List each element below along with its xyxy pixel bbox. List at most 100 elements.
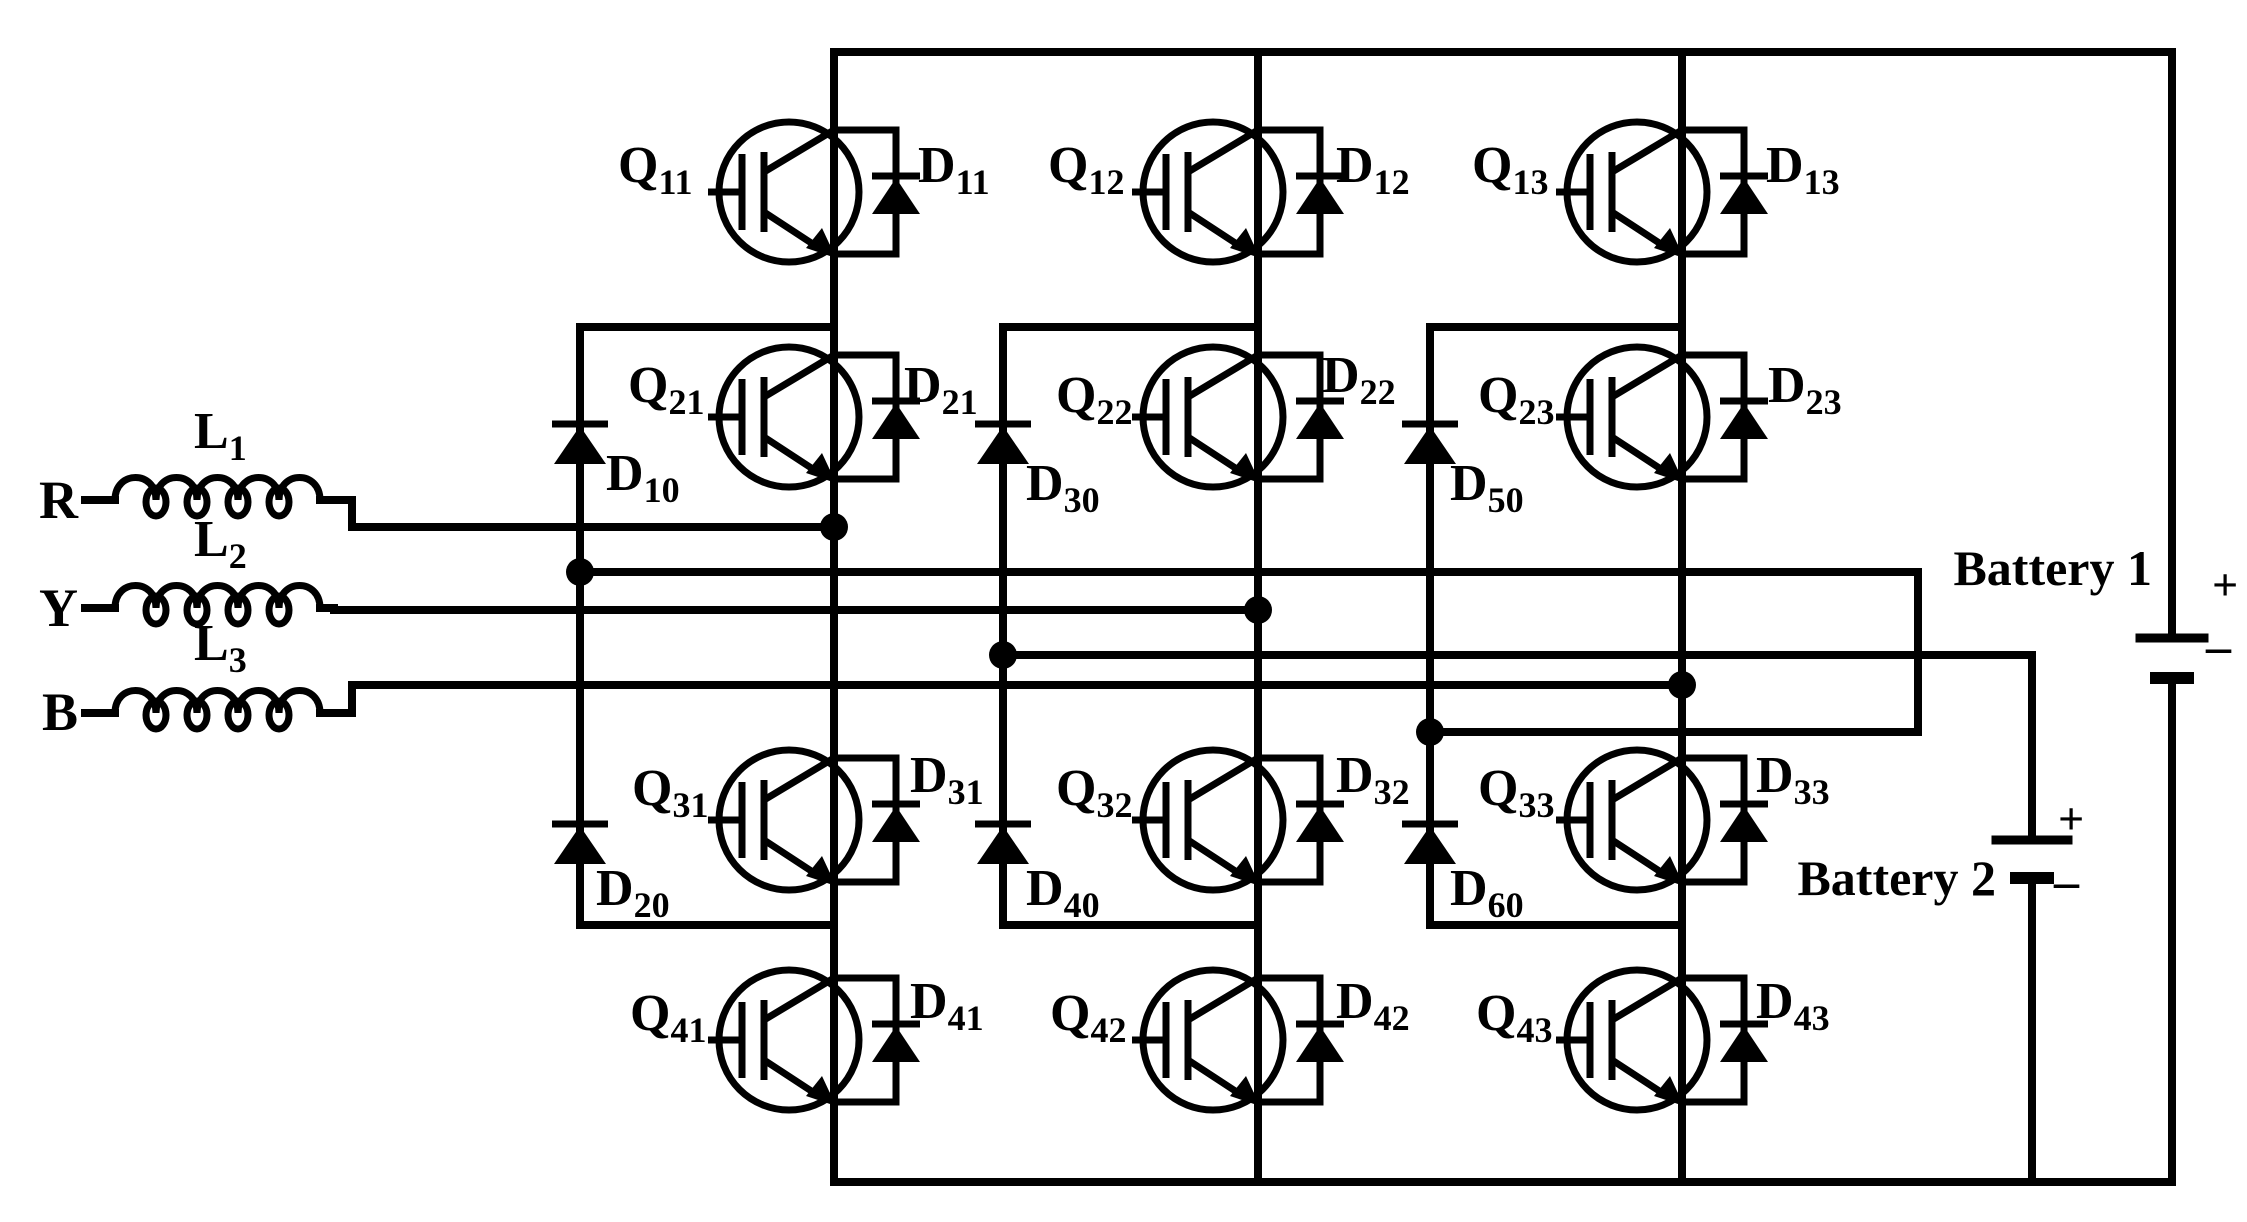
emitter-arrow [1654, 1076, 1684, 1106]
coil-loop [224, 484, 252, 520]
emitter-arrow [1654, 228, 1684, 258]
clamp-diode-d10 [552, 420, 608, 464]
inductor-l3 [111, 687, 324, 733]
junction-dot [1244, 596, 1272, 624]
gate-lead [1132, 154, 1170, 230]
igbt-q13 [1556, 118, 1768, 266]
battery-2-plus: + [2058, 793, 2084, 844]
coil-loop [265, 592, 293, 628]
diode-arrow [872, 178, 920, 214]
clamp-branch-1 [576, 323, 838, 929]
emitter-arrow [806, 1076, 836, 1106]
gate-lead [1556, 1002, 1594, 1078]
label-q31: Q31 [632, 760, 708, 825]
label-q22: Q22 [1056, 367, 1132, 432]
label-d30: D30 [1026, 455, 1100, 520]
coil-loop [265, 484, 293, 520]
diode-arrow [1404, 826, 1456, 864]
battery-2-label: Battery 2 [1797, 850, 1996, 906]
label-d23: D23 [1768, 357, 1842, 422]
diode-arrow [1720, 806, 1768, 842]
label-phase-b: B [42, 682, 78, 742]
label-q42: Q42 [1050, 985, 1126, 1050]
label-q21: Q21 [628, 357, 704, 422]
coil-loop [183, 592, 211, 628]
inductors [111, 474, 324, 733]
label-d41: D41 [910, 973, 984, 1038]
label-d22: D22 [1322, 347, 1396, 412]
label-d13: D13 [1766, 137, 1840, 202]
label-q41: Q41 [630, 985, 706, 1050]
junction-dot [566, 558, 594, 586]
gate-lead [1132, 379, 1170, 455]
igbt-q41 [708, 966, 920, 1114]
label-q43: Q43 [1476, 985, 1552, 1050]
clamp-branch-2 [999, 323, 1262, 929]
inductor-l2 [111, 582, 324, 628]
label-d60: D60 [1450, 860, 1524, 925]
diode-arrow [1720, 403, 1768, 439]
igbt-q33 [1556, 746, 1768, 894]
gate-lead [1132, 1002, 1170, 1078]
emitter-arrow [1230, 1076, 1260, 1106]
igbt-q12 [1132, 118, 1344, 266]
label-d33: D33 [1756, 747, 1830, 812]
diode-arrow [1296, 403, 1344, 439]
emitter-arrow [1654, 453, 1684, 483]
gate-lead [1556, 154, 1594, 230]
coil-loop [142, 484, 170, 520]
diode-arrow [977, 826, 1029, 864]
label-d21: D21 [904, 357, 978, 422]
label-d42: D42 [1336, 973, 1410, 1038]
label-q23: Q23 [1478, 367, 1554, 432]
inductor-l1 [111, 474, 324, 520]
label-q11: Q11 [618, 137, 692, 202]
label-q33: Q33 [1478, 760, 1554, 825]
junction-dots [566, 513, 1696, 746]
igbt-q43 [1556, 966, 1768, 1114]
label-d43: D43 [1756, 973, 1830, 1038]
emitter-arrow [806, 453, 836, 483]
label-l2: L2 [194, 511, 247, 576]
diode-arrow [1296, 178, 1344, 214]
junction-dot [820, 513, 848, 541]
diode-arrow [1404, 426, 1456, 464]
label-phase-r: R [39, 470, 79, 530]
gate-lead [1132, 782, 1170, 858]
diode-arrow [872, 806, 920, 842]
junction-dot [989, 641, 1017, 669]
label-q12: Q12 [1048, 137, 1124, 202]
emitter-arrow [1230, 228, 1260, 258]
gate-lead [1556, 379, 1594, 455]
igbt-q21 [708, 343, 920, 491]
label-d20: D20 [596, 860, 670, 925]
coil-loop [142, 697, 170, 733]
junction-dot [1416, 718, 1444, 746]
igbt-q42 [1132, 966, 1344, 1114]
clamp-diode-d60 [1402, 820, 1458, 864]
label-l1: L1 [194, 403, 247, 468]
clamp-diodes [552, 420, 1458, 864]
label-d10: D10 [606, 445, 680, 510]
battery-2-mid-wire [999, 651, 2036, 844]
emitter-arrow [1230, 856, 1260, 886]
label-q13: Q13 [1472, 137, 1548, 202]
emitter-arrow [1654, 856, 1684, 886]
diode-arrow [1720, 1026, 1768, 1062]
diode-arrow [872, 403, 920, 439]
emitter-arrow [806, 856, 836, 886]
igbt-devices [708, 118, 1768, 1114]
label-phase-y: Y [39, 578, 78, 638]
clamp-diode-d50 [1402, 420, 1458, 464]
clamp-diode-d20 [552, 820, 608, 864]
igbt-q23 [1556, 343, 1768, 491]
igbt-q22 [1132, 343, 1344, 491]
igbt-q31 [708, 746, 920, 894]
diode-arrow [977, 426, 1029, 464]
gate-lead [708, 379, 746, 455]
gate-lead [708, 1002, 746, 1078]
label-d32: D32 [1336, 747, 1410, 812]
label-l3: L3 [194, 615, 247, 680]
